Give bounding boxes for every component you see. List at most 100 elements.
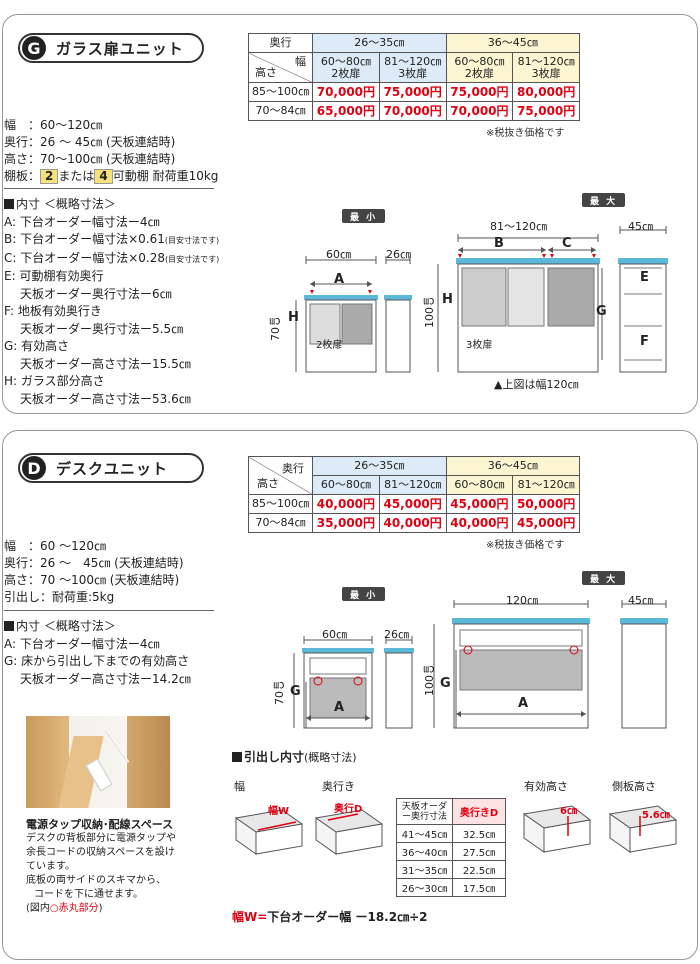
dim-label-h-max: H — [442, 292, 453, 307]
dim-width-120: 120㎝ — [506, 594, 538, 607]
spec-depth: 奥行：26 ～ 45㎝ (天板連結時) — [4, 135, 176, 149]
inner-dimension-line: 天板オーダー高さ寸法ー53.6㎝ — [20, 391, 191, 406]
unit-title: ガラス扉ユニット — [56, 39, 184, 58]
desk-inner-dimensions: 内寸 ＜概略寸法＞ A: 下台オーダー幅寸法ー4㎝ G: 床から引出し下までの有効… — [4, 618, 191, 688]
inner-dimension-line: 天板オーダー高さ寸法ー14.2㎝ — [20, 671, 191, 686]
dim-label-g-min: G — [290, 684, 301, 699]
drawer-side-sketch — [608, 805, 678, 853]
dim-label-g-max: G — [440, 676, 451, 691]
dim-label-a-min: A — [334, 700, 345, 715]
spec-height: 高さ：70～100㎝ (天板連結時) — [4, 152, 176, 166]
table-row: 85～100㎝ 70,000円 75,000円 75,000円 80,000円 — [248, 82, 580, 102]
drawer-depth-sketch — [314, 809, 384, 855]
drawer-side-value: 5.6㎝ — [642, 810, 670, 821]
divider — [4, 610, 214, 611]
glass-door-unit-heading: G ガラス扉ユニット — [18, 33, 204, 63]
depth-label: 奥行 — [248, 33, 313, 53]
dim-label-a: A — [334, 272, 345, 287]
drawer-label-height: 有効高さ — [524, 780, 568, 793]
depth-range-1: 26～35㎝ — [312, 33, 447, 53]
max-unit-side — [601, 226, 668, 373]
desk-unit-heading: D デスクユニット — [18, 453, 204, 483]
drawer-height-sketch — [522, 805, 592, 853]
desk-price-table: 奥行 高さ 26～35㎝ 36～45㎝ 60～80㎝ 81～120㎝ 60～80… — [248, 456, 580, 533]
drawer-width-formula: 幅W=下台オーダー幅 ー18.2㎝÷2 — [232, 910, 428, 924]
inner-title: 内寸 ＜概略寸法＞ — [4, 618, 191, 636]
max-size-tag: 最 大 — [582, 571, 626, 585]
min-desk-side — [384, 636, 414, 729]
drawer-label-side-height: 側板高さ — [612, 780, 656, 793]
drawer-depth-label: 奥行D — [334, 804, 363, 815]
inner-dimension-line: G: 有効高さ — [4, 339, 70, 353]
table-row: 70～84㎝ 65,000円 70,000円 70,000円 75,000円 — [248, 101, 580, 121]
dim-label-h-min: H — [288, 310, 299, 325]
max-desk-side — [620, 600, 668, 729]
inner-dimension-line: 天板オーダー奥行寸法ー6㎝ — [20, 286, 172, 301]
unit-title: デスクユニット — [56, 459, 169, 478]
inner-title: 内寸 ＜概略寸法＞ — [4, 196, 219, 214]
diagram-caption: ▲上図は幅120㎝ — [494, 378, 579, 391]
tax-note: ※税抜き価格です — [486, 128, 565, 139]
inner-dimension-line: 天板オーダー奥行寸法ー5.5㎝ — [20, 321, 184, 336]
shelf-badge-2: 2 — [40, 169, 59, 184]
drawer-title: 引出し内寸(概略寸法) — [232, 748, 357, 765]
drawer-diagrams — [234, 805, 678, 855]
inner-dimension-line: G: 床から引出し下までの有効高さ — [4, 654, 190, 668]
dim-height-100: 100㎝ — [423, 296, 436, 328]
min-unit-front — [295, 256, 378, 373]
table-row: 85～100㎝ 40,000円 45,000円 45,000円 50,000円 — [248, 494, 580, 514]
min-size-tag: 最 小 — [342, 209, 386, 223]
desk-unit-diagram — [293, 600, 668, 729]
dim-label-f: F — [640, 334, 649, 349]
tax-note: ※税抜き価格です — [486, 540, 565, 551]
inner-dimension-line: C: 下台オーダー幅寸法×0.28(目安寸法です) — [4, 250, 220, 265]
drawer-width-label: 幅W — [268, 806, 290, 817]
dim-width-120: 81～120㎝ — [490, 220, 547, 233]
depth-range-2: 36～45㎝ — [445, 33, 580, 53]
divider — [4, 188, 214, 189]
dim-width-60: 60㎝ — [326, 248, 351, 261]
drawer-height-value: 6㎝ — [560, 806, 577, 817]
dim-depth-45: 45㎝ — [628, 220, 653, 233]
cable-space-photo — [26, 716, 170, 808]
drawer-width-sketch — [234, 809, 304, 855]
max-size-tag: 最 大 — [582, 193, 626, 207]
dim-depth-26: 26㎝ — [386, 248, 411, 261]
inner-dimension-line: F: 地板有効奥行き — [4, 304, 102, 318]
spec-width: 幅 ：60～120㎝ — [4, 118, 103, 132]
dim-label-a-max: A — [518, 696, 529, 711]
inner-dimension-line: H: ガラス部分高さ — [4, 374, 105, 388]
width-height-corner: 幅 高さ — [248, 52, 313, 83]
inner-dimension-line: B: 下台オーダー幅寸法×0.61(目安寸法です) — [4, 232, 220, 246]
dim-label-c: C — [562, 236, 572, 251]
dim-height-70: 70㎝ — [273, 680, 286, 705]
dim-height-100: 100㎝ — [423, 664, 436, 696]
min-unit-side — [384, 256, 412, 373]
dim-label-e: E — [640, 270, 649, 285]
dim-label-b: B — [494, 236, 504, 251]
door-count-max: 3枚扉 — [466, 340, 493, 351]
max-desk-front — [433, 600, 590, 729]
glass-door-specs: 幅 ：60～120㎝ 奥行：26 ～ 45㎝ (天板連結時) 高さ：70～100… — [4, 117, 218, 185]
dim-label-g: G — [596, 304, 607, 319]
glass-unit-diagram — [295, 226, 668, 373]
unit-letter-badge: D — [22, 456, 46, 480]
table-row: 70～84㎝ 35,000円 40,000円 40,000円 45,000円 — [248, 513, 580, 533]
drawer-label-depth: 奥行き — [322, 780, 355, 793]
photo-text: デスクの背板部分に電源タップや 余長コードの収納スペースを設け ています。 底板… — [26, 833, 176, 914]
inner-dimension-line: A: 下台オーダー幅寸法ー4㎝ — [4, 214, 160, 229]
photo-title: 電源タップ収納･配線スペース — [26, 818, 174, 831]
shelf-badge-4: 4 — [94, 169, 113, 184]
inner-dimension-line: E: 可動棚有効奥行 — [4, 269, 104, 283]
glass-inner-dimensions: 内寸 ＜概略寸法＞ A: 下台オーダー幅寸法ー4㎝ B: 下台オーダー幅寸法×0.… — [4, 196, 219, 408]
dim-depth-45: 45㎝ — [628, 594, 653, 607]
dim-height-70: 70㎝ — [269, 316, 282, 341]
inner-dimension-line: A: 下台オーダー幅寸法ー4㎝ — [4, 636, 160, 651]
dim-width-60: 60㎝ — [322, 628, 347, 641]
